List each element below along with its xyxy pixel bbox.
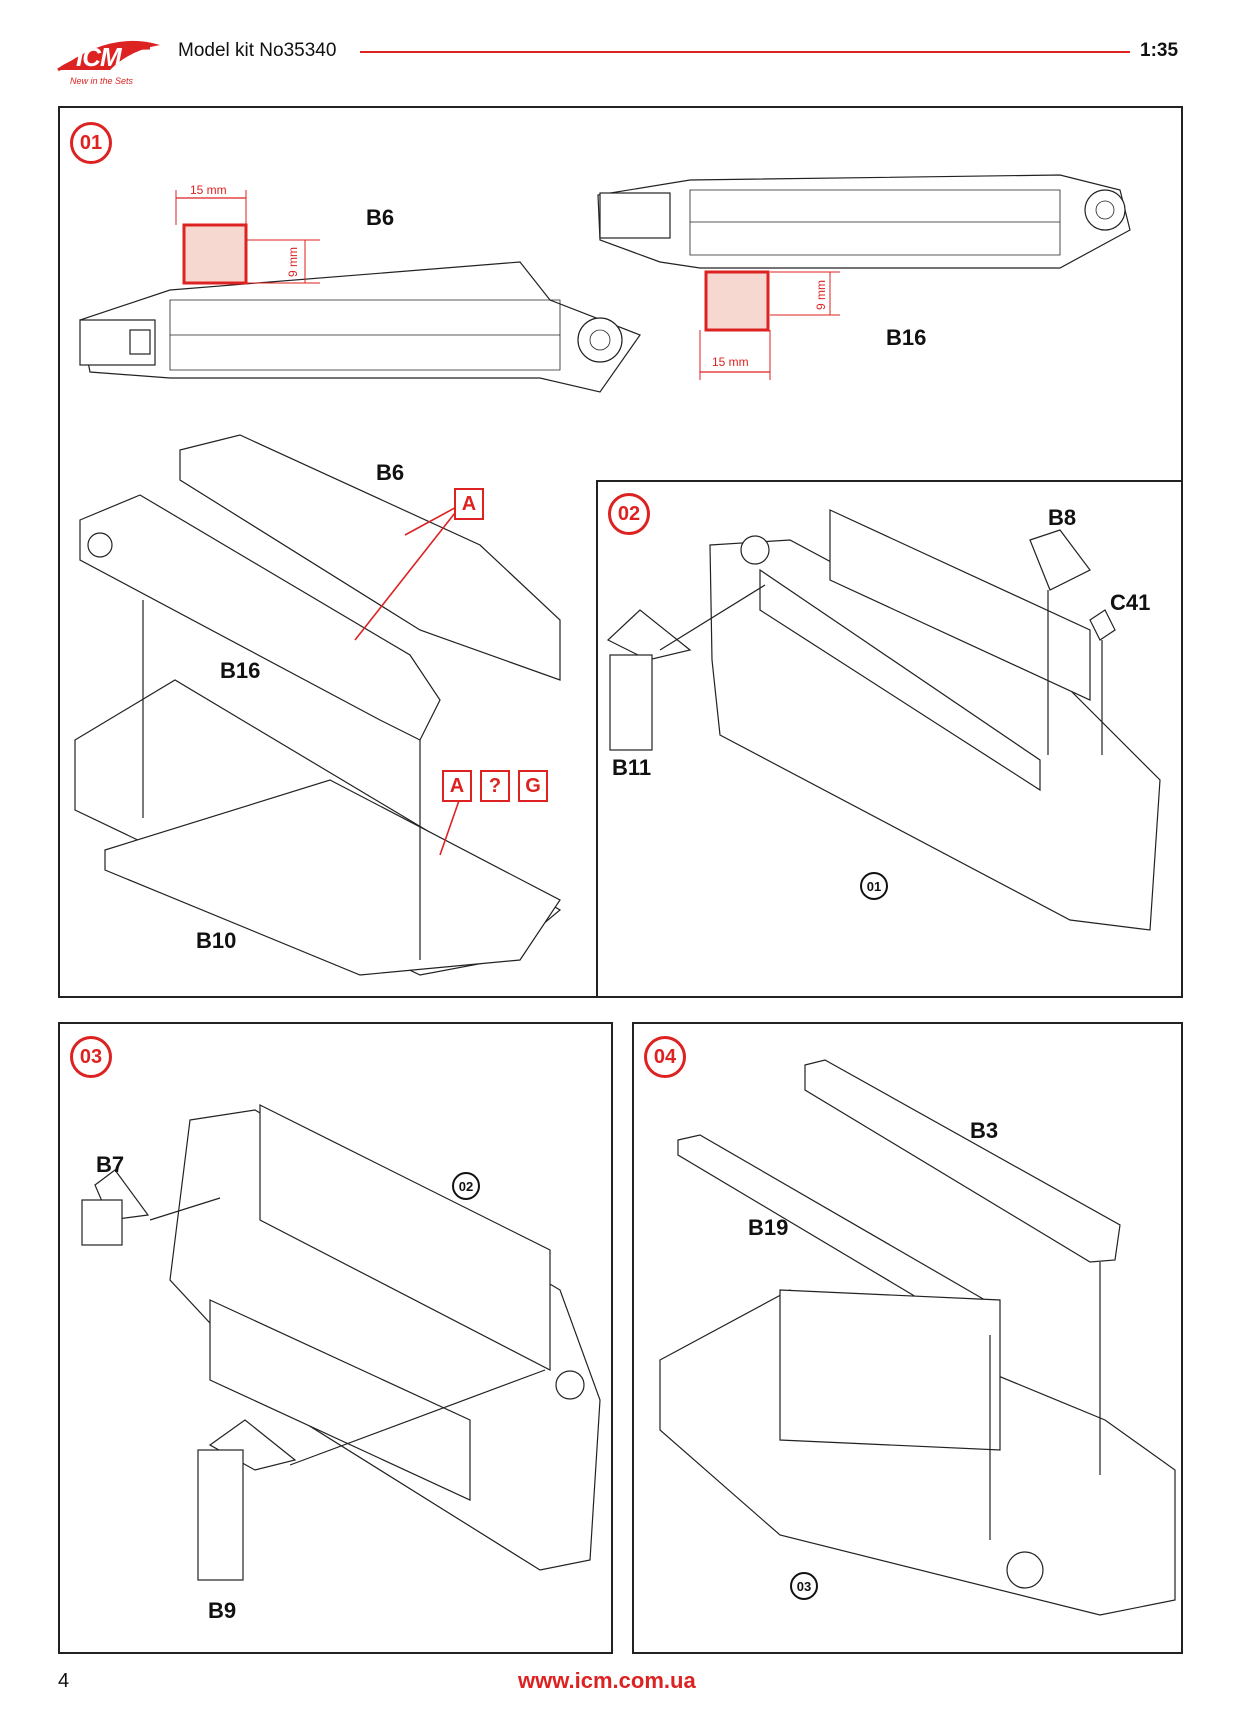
part-label-b8: B8 — [1048, 505, 1077, 530]
dim-15mm-b: 15 mm — [712, 355, 749, 369]
step-02-badge: 02 — [608, 493, 650, 535]
part-label-b16-iso: B16 — [220, 658, 261, 683]
part-label-b16-top: B16 — [886, 325, 927, 350]
step-03-badge: 03 — [70, 1036, 112, 1078]
brand-tagline: New in the Sets — [70, 76, 134, 86]
icm-logo — [57, 40, 160, 72]
part-label-b3: B3 — [970, 1118, 999, 1143]
ref-step-01-badge: 01 — [860, 872, 888, 900]
paint-code-g: G — [518, 770, 548, 802]
paint-code-a-top: A — [454, 488, 484, 520]
ref-step-03-badge: 03 — [790, 1572, 818, 1600]
kit-title: Model kit No35340 — [178, 40, 337, 61]
part-label-b11: B11 — [612, 755, 652, 780]
part-label-c41: C41 — [1110, 590, 1151, 615]
dim-15mm-a: 15 mm — [190, 183, 227, 197]
ref-step-02-badge: 02 — [452, 1172, 480, 1200]
step-04-badge: 04 — [644, 1036, 686, 1078]
paint-code-question: ? — [480, 770, 510, 802]
part-label-b10: B10 — [196, 928, 237, 953]
part-label-b6-iso: B6 — [376, 460, 405, 485]
page-number: 4 — [58, 1670, 70, 1692]
scale-label: 1:35 — [1140, 40, 1179, 61]
step-01-badge: 01 — [70, 122, 112, 164]
brand-logo-text: ICM — [76, 42, 122, 72]
part-label-b7: B7 — [96, 1152, 125, 1177]
part-label-b9: B9 — [208, 1598, 237, 1623]
header-rule — [360, 51, 1130, 53]
part-label-b6-top: B6 — [366, 205, 395, 230]
paint-code-a: A — [442, 770, 472, 802]
website-link[interactable]: www.icm.com.ua — [518, 1668, 696, 1693]
part-label-b19: B19 — [748, 1215, 789, 1240]
